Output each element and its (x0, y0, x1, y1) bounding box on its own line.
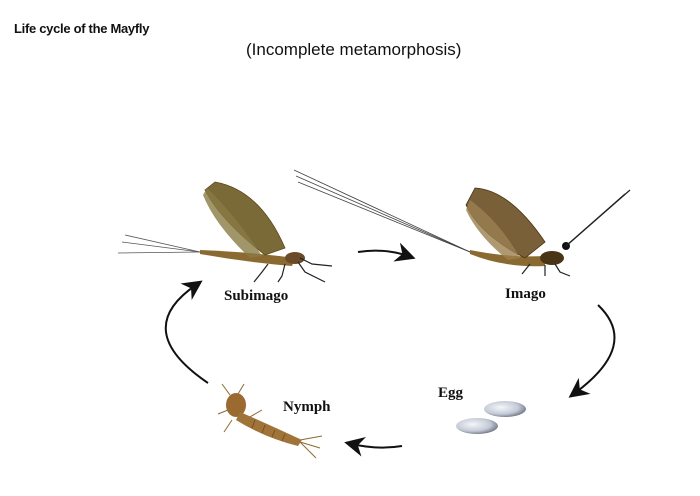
label-nymph: Nymph (283, 399, 331, 415)
arrow-nymph-to-subimago (164, 280, 209, 384)
label-subimago: Subimago (224, 288, 289, 304)
imago-illustration (293, 169, 631, 277)
diagram-title: Life cycle of the Mayfly (14, 21, 150, 36)
arrow-subimago-to-imago (357, 242, 416, 262)
diagram-subtitle: (Incomplete metamorphosis) (246, 40, 462, 59)
nymph-illustration (217, 383, 323, 459)
cycle-arrows (164, 242, 616, 457)
label-imago: Imago (505, 286, 546, 302)
arrow-egg-to-nymph (344, 436, 403, 457)
subimago-illustration (117, 181, 333, 283)
label-egg: Egg (438, 385, 464, 401)
egg-illustration (456, 401, 526, 434)
arrow-imago-to-egg (568, 304, 616, 398)
